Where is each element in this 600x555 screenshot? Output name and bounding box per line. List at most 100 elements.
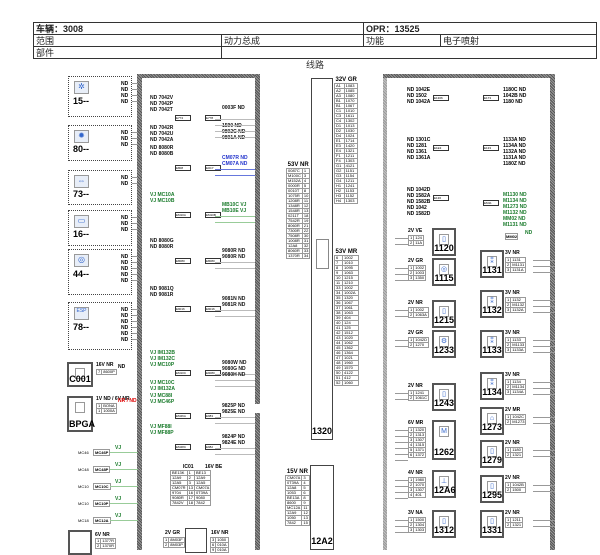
ic01-title: IC01	[183, 464, 194, 470]
group-label: 16--	[73, 229, 90, 239]
wire-label: ND	[121, 136, 129, 142]
wire	[215, 216, 255, 217]
wire	[132, 321, 138, 322]
component-name: 1243	[434, 398, 455, 408]
wire	[395, 460, 408, 461]
connector-32v-gr-title: 32V GR	[335, 77, 357, 84]
wire	[533, 266, 555, 267]
pin-cell: 2	[407, 312, 415, 318]
wire-label: VJ MC10A	[150, 192, 175, 198]
wire	[132, 274, 138, 275]
wire	[215, 374, 255, 375]
pin-cell: 7842	[194, 500, 212, 506]
wire-label: ND	[121, 227, 129, 233]
wire-label: VJ MC88I	[150, 393, 173, 399]
pin-cell: 1321	[510, 452, 524, 458]
wire-label: MB10C VJ	[222, 202, 247, 208]
splice-box: E136	[433, 195, 449, 201]
component-1243: ▯1243	[432, 383, 456, 411]
pin-cell: 1134A	[510, 389, 527, 395]
wire	[395, 526, 408, 527]
component-icon: ▯	[487, 446, 497, 457]
link-tag: MC48P	[93, 466, 111, 473]
wire	[132, 256, 138, 257]
component-name: 1132	[482, 305, 502, 315]
pin-cell: 010A	[215, 547, 229, 553]
wire	[132, 217, 138, 218]
group-label: 80--	[73, 144, 90, 154]
pin-cell: 8M03P	[168, 542, 185, 548]
component-icon: ⁑	[487, 296, 497, 307]
conn-type: 2V MR	[505, 407, 521, 413]
wire	[533, 382, 555, 383]
pin-cell: 3	[504, 389, 512, 395]
pin-cell: M1273	[510, 419, 527, 425]
wire-label: ND	[121, 337, 129, 343]
bottom-mid-component	[185, 528, 207, 553]
wire-label: ND	[121, 81, 129, 87]
wire-label: ND	[121, 87, 129, 93]
link-tag: MC12A	[93, 517, 111, 524]
wire	[215, 386, 255, 387]
wire	[215, 175, 255, 176]
wire-label: ND 7042U	[150, 131, 174, 137]
wire-label: ND 1361A	[407, 155, 431, 161]
component-name: 1133	[482, 345, 502, 355]
wire-label: M1273 ND	[503, 204, 527, 210]
wire-label: ND	[118, 364, 126, 370]
wire	[395, 454, 408, 455]
wire-label: ND 7042R	[150, 125, 174, 131]
wire	[533, 300, 555, 301]
wire-label: 1590 ND	[222, 123, 242, 129]
link-id: MC46	[78, 450, 89, 455]
wire-label: 9825P ND	[222, 403, 245, 409]
opr-cell: OPR：13525	[364, 23, 597, 35]
wire-label: CM07A ND	[222, 161, 248, 167]
wire	[132, 183, 138, 184]
conn-type: 16V NR	[96, 362, 114, 368]
pin-cell: 2	[94, 543, 102, 549]
pin-cell: 3	[504, 267, 512, 273]
component-1273: ⌂1273	[480, 407, 504, 435]
wire-label: VJ MF88I	[150, 424, 172, 430]
splice-1-left: E808	[175, 165, 191, 171]
connector-name: C001	[69, 374, 91, 384]
link-id: MC48	[78, 467, 89, 472]
wire	[132, 95, 138, 96]
wire	[215, 262, 255, 263]
connector-C001: C001	[67, 362, 93, 387]
wire	[215, 417, 255, 418]
component-icon: ⁑	[487, 336, 497, 347]
wire-label: 9824P ND	[222, 434, 245, 440]
conn-type: 2V NR	[505, 475, 520, 481]
pin-cell: 1321	[510, 522, 524, 528]
wire	[533, 417, 555, 418]
connector-name: BPGA	[69, 419, 96, 429]
wire-label: ND 9081Q	[150, 286, 174, 292]
wire-label: 1134A ND	[503, 143, 526, 149]
wire	[395, 280, 408, 281]
brake-icon: ◎	[74, 254, 89, 267]
harness-top-right	[383, 74, 553, 78]
seat-icon: ▭	[74, 215, 89, 228]
pin-cell: 1372	[413, 452, 427, 458]
conn-type: 16V NR	[211, 530, 229, 536]
wire-label: ND 1582A	[407, 193, 431, 199]
component-icon: ⌂	[487, 413, 497, 424]
pin-cell: 2	[407, 395, 415, 401]
pin-cell: H4	[334, 197, 345, 204]
pin-cell: 2	[504, 452, 512, 458]
